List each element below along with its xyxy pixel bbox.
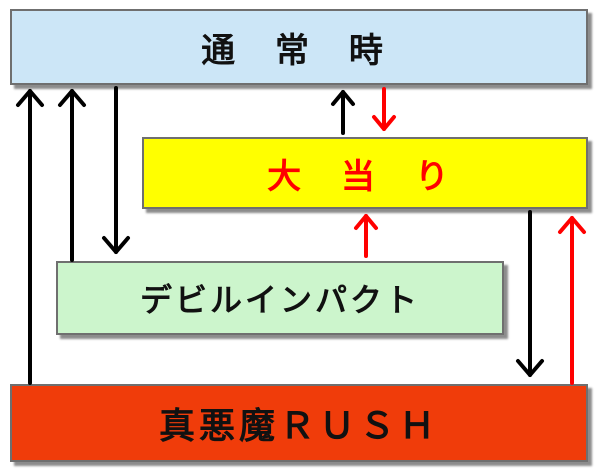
state-normal: 通 常 時 — [10, 9, 588, 85]
arrow-devil-to-normal — [58, 89, 86, 262]
arrow-rush-to-normal — [16, 89, 44, 385]
arrow-jackpot-to-normal — [331, 90, 355, 135]
arrow-normal-to-jackpot — [372, 87, 396, 131]
state-normal-label: 通 常 時 — [201, 30, 397, 71]
state-jackpot-label: 大 当 り — [267, 156, 463, 197]
arrow-rush-to-jackpot — [558, 216, 586, 385]
state-devil-impact: デビルインパクト — [56, 261, 504, 335]
state-rush-label: 真悪魔ＲＵＳＨ — [158, 406, 439, 447]
arrow-normal-to-devil — [102, 86, 130, 254]
arrow-devil-to-jackpot — [354, 214, 378, 258]
arrow-jackpot-to-rush — [516, 210, 544, 377]
state-jackpot: 大 当 り — [142, 137, 588, 209]
state-rush: 真悪魔ＲＵＳＨ — [10, 384, 588, 462]
state-devil-impact-label: デビルインパクト — [139, 281, 420, 319]
